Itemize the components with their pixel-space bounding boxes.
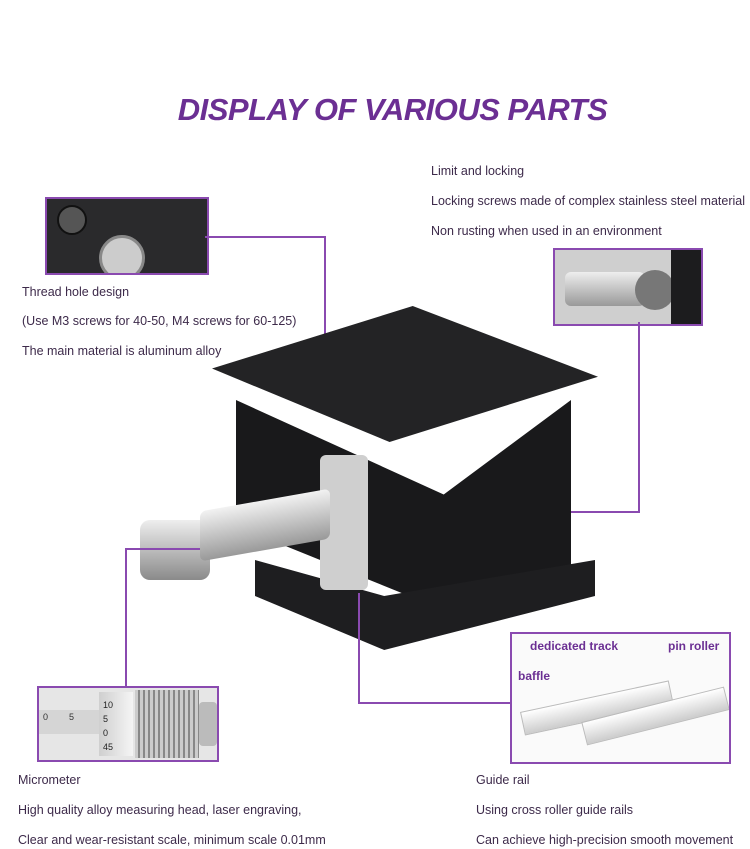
guide-rail-heading: Guide rail xyxy=(476,773,530,787)
sleeve-mark: 5 xyxy=(69,712,75,722)
limit-heading: Limit and locking xyxy=(431,164,525,178)
guide-rail-inset: dedicated track pin roller baffle xyxy=(510,632,731,764)
thread-heading: Thread hole design xyxy=(22,285,130,299)
micrometer-line-2: Clear and wear-resistant scale, minimum … xyxy=(18,833,326,847)
threaded-hole-icon xyxy=(57,205,87,235)
micrometer-heading: Micrometer xyxy=(18,773,81,787)
callout-baffle: baffle xyxy=(518,669,551,683)
thread-line-2: The main material is aluminum alloy xyxy=(22,344,222,358)
guide-rail-line-2: Can achieve high-precision smooth moveme… xyxy=(476,833,734,847)
micrometer-inset: 0 5 10 5 0 45 xyxy=(37,686,219,762)
limit-lock-inset xyxy=(553,248,703,326)
scale-mark: 10 xyxy=(103,700,114,710)
micrometer-line-1: High quality alloy measuring head, laser… xyxy=(18,803,302,817)
callout-dedicated-track: dedicated track xyxy=(530,639,619,653)
scale-mark: 0 xyxy=(103,728,109,738)
callout-pin-roller: pin roller xyxy=(668,639,720,653)
limit-line-1: Locking screws made of complex stainless… xyxy=(431,194,746,208)
scale-mark: 5 xyxy=(103,714,109,724)
limit-line-2: Non rusting when used in an environment xyxy=(431,224,662,238)
guide-rail-line-1: Using cross roller guide rails xyxy=(476,803,634,817)
screw-head-icon xyxy=(99,235,145,273)
sleeve-mark: 0 xyxy=(43,712,49,722)
page-title: DISPLAY OF VARIOUS PARTS xyxy=(177,92,608,127)
thread-line-1: (Use M3 screws for 40-50, M4 screws for … xyxy=(22,314,297,328)
thread-hole-inset xyxy=(45,197,209,275)
scale-mark: 45 xyxy=(103,742,114,752)
